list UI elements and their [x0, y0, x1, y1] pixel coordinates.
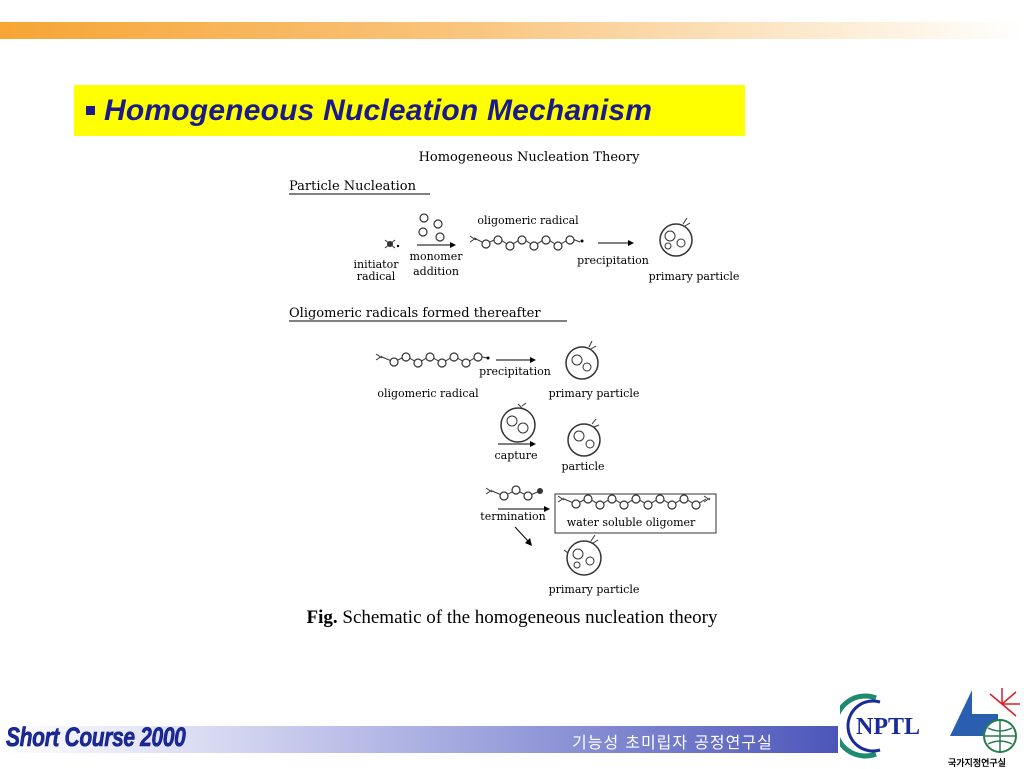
capture-label: capture — [494, 449, 537, 462]
water-soluble-oligomer-chain-icon — [557, 494, 711, 510]
section2-title: Oligomeric radicals formed thereafter — [289, 306, 541, 321]
square-bullet-icon — [86, 106, 95, 115]
lab-name: 기능성 초미립자 공정연구실 — [572, 733, 773, 752]
initiator-radical-icon — [384, 239, 400, 249]
termination-chain-icon — [485, 485, 543, 501]
bottom-gradient-bar — [0, 726, 838, 753]
oligomer-chain-icon-2 — [375, 352, 490, 368]
short-course-label: Short Course 2000 — [6, 722, 186, 753]
primary-particle-label-1: primary particle — [649, 270, 740, 283]
monomer-molecules-icon — [418, 213, 445, 242]
primary-particle-icon-2 — [565, 340, 599, 380]
capture-arrow — [498, 441, 536, 447]
precipitation-label-1: precipitation — [577, 254, 649, 267]
section1-title: Particle Nucleation — [289, 179, 417, 194]
slide-title: Homogeneous Nucleation Mechanism — [104, 93, 653, 127]
primary-particle-label-2: primary particle — [549, 387, 640, 400]
water-soluble-oligomer-label: water soluble oligomer — [567, 516, 696, 529]
primary-particle-label-3: primary particle — [549, 583, 640, 596]
addition-label: addition — [413, 265, 459, 278]
termination-arrow — [498, 506, 550, 512]
monomer-addition-arrow — [417, 242, 456, 248]
initiator-label: initiator — [354, 258, 400, 271]
precipitation-arrow-1 — [598, 240, 634, 246]
nptl-logo-icon: NPTL — [840, 693, 920, 759]
termination-label: termination — [480, 510, 545, 523]
slide-title-box: Homogeneous Nucleation Mechanism — [74, 85, 745, 136]
national-lab-logo-icon — [950, 688, 1020, 753]
nptl-logo-text: NPTL — [856, 714, 920, 740]
diagonal-arrow — [514, 526, 532, 546]
primary-particle-icon-3 — [563, 534, 602, 576]
particle-label: particle — [562, 460, 605, 473]
primary-particle-icon — [659, 217, 693, 257]
oligomeric-radical-label-1: oligomeric radical — [477, 214, 579, 227]
figure-caption-text: Schematic of the homogeneous nucleation … — [337, 607, 718, 628]
particle-icon — [567, 418, 601, 457]
capture-particle-icon — [500, 402, 536, 443]
figure-caption: Fig. Schematic of the homogeneous nuclea… — [0, 607, 1024, 629]
top-accent-bar — [0, 22, 1024, 39]
monomer-label: monomer — [410, 250, 464, 263]
org-name: 국가지정연구실 — [948, 759, 1006, 769]
figure-caption-prefix: Fig. — [306, 607, 338, 628]
diagram-heading: Homogeneous Nucleation Theory — [419, 150, 641, 165]
oligomer-chain-icon — [469, 235, 584, 251]
precipitation-arrow-2 — [496, 357, 536, 363]
initiator-radical-line2: radical — [357, 270, 396, 283]
precipitation-label-2: precipitation — [479, 365, 551, 378]
oligomeric-radical-label-2: oligomeric radical — [377, 387, 479, 400]
